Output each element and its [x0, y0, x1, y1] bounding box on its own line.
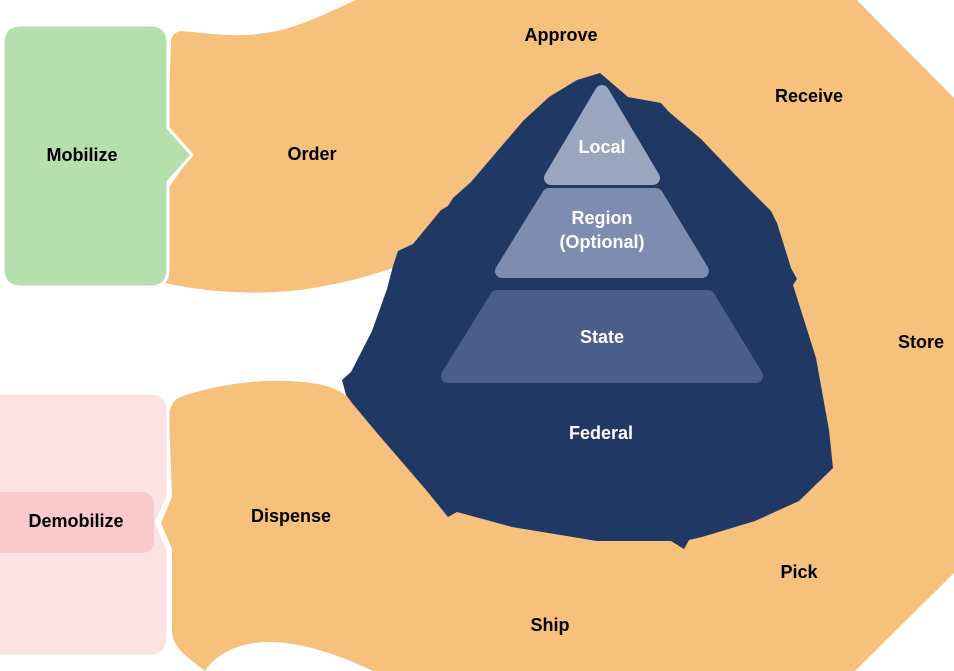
label-level-local: Local [578, 137, 626, 158]
label-store: Store [897, 332, 945, 353]
label-receive: Receive [774, 86, 844, 107]
label-ship: Ship [530, 615, 570, 636]
pyramid-level-state [441, 290, 763, 383]
pyramid-level-local [544, 85, 660, 185]
label-pick: Pick [780, 562, 818, 583]
label-level-state: State [579, 327, 625, 348]
demobilize-band [0, 492, 154, 553]
label-dispense: Dispense [250, 506, 332, 527]
label-level-region: Region [571, 208, 633, 229]
label-demobilize: Demobilize [28, 511, 124, 532]
label-approve: Approve [524, 25, 598, 46]
label-order: Order [287, 144, 337, 165]
label-level-federal: Federal [568, 423, 634, 444]
label-mobilize: Mobilize [46, 145, 118, 166]
mobilize-box [1, 23, 194, 289]
label-level-region-optional: (Optional) [559, 232, 645, 253]
pyramid-level-region [495, 188, 709, 278]
